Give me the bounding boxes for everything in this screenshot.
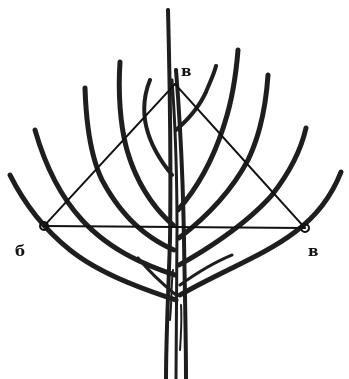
trunk-core [172,80,177,379]
left-branches [10,62,176,300]
branch-right-1 [180,172,341,295]
label-top-point: в [181,62,191,80]
guide-line-base [44,226,305,228]
trunk-left-edge [166,10,170,379]
label-left-point: б [15,242,25,260]
branch-right-2 [179,128,306,265]
guide-line-top-right [175,84,305,228]
label-right-point: в [308,242,318,260]
